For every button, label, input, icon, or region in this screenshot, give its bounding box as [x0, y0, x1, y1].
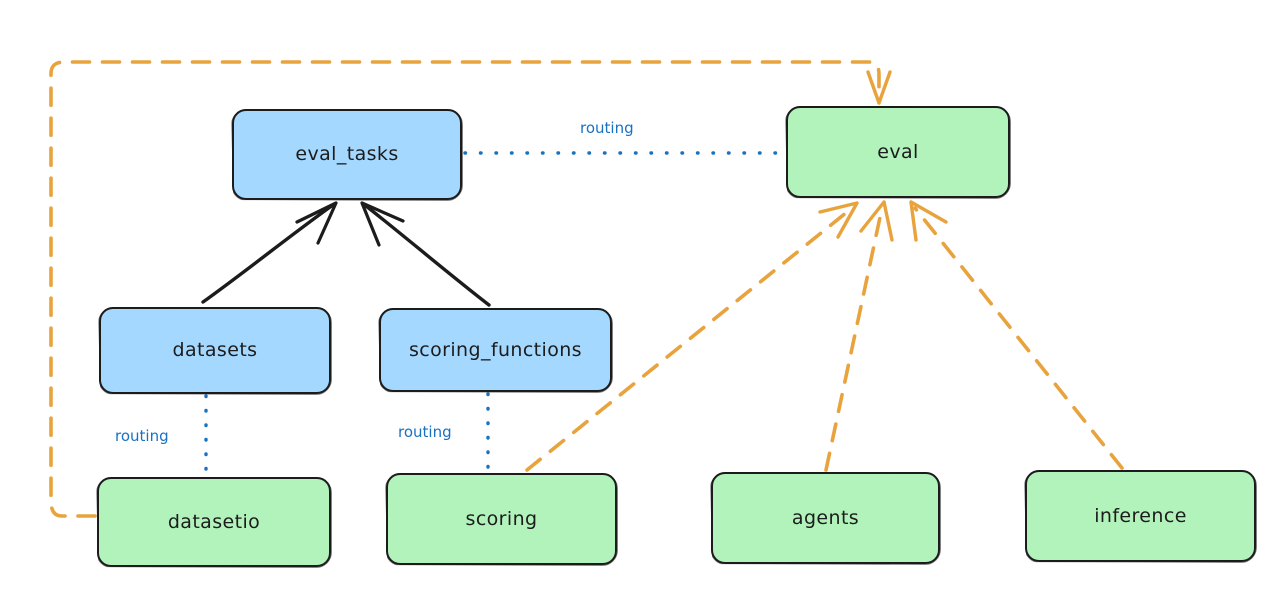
node-label: scoring: [465, 507, 538, 530]
node-label: scoring_functions: [409, 338, 582, 361]
edge-scoring-functions-to-eval-tasks: [360, 201, 491, 307]
node-label: eval_tasks: [295, 143, 399, 166]
node-inference[interactable]: inference: [1025, 470, 1256, 562]
node-datasets[interactable]: datasets: [99, 307, 331, 394]
node-scoring[interactable]: scoring: [386, 473, 617, 565]
edge-agents-to-eval-dependency: [824, 200, 894, 472]
edge-scoring-to-eval-dependency: [525, 201, 859, 472]
edge-datasetio-to-eval-dependency: [49, 60, 892, 518]
node-datasetio[interactable]: datasetio: [97, 477, 331, 567]
node-eval[interactable]: eval: [786, 106, 1010, 198]
edge-datasets-to-eval-tasks: [201, 201, 338, 304]
node-label: eval: [877, 140, 919, 163]
edge-label-routing-datasetio: routing: [115, 427, 169, 445]
node-label: agents: [791, 506, 860, 529]
edge-inference-to-eval-dependency: [909, 200, 1124, 470]
node-scoring-functions[interactable]: scoring_functions: [379, 308, 612, 392]
node-label: datasets: [172, 339, 258, 362]
node-eval-tasks[interactable]: eval_tasks: [232, 109, 462, 200]
node-label: inference: [1094, 504, 1187, 527]
edge-label-routing-eval: routing: [580, 119, 634, 137]
edge-label-routing-scoring: routing: [398, 423, 452, 441]
node-label: datasetio: [167, 510, 261, 533]
node-agents[interactable]: agents: [711, 472, 940, 564]
